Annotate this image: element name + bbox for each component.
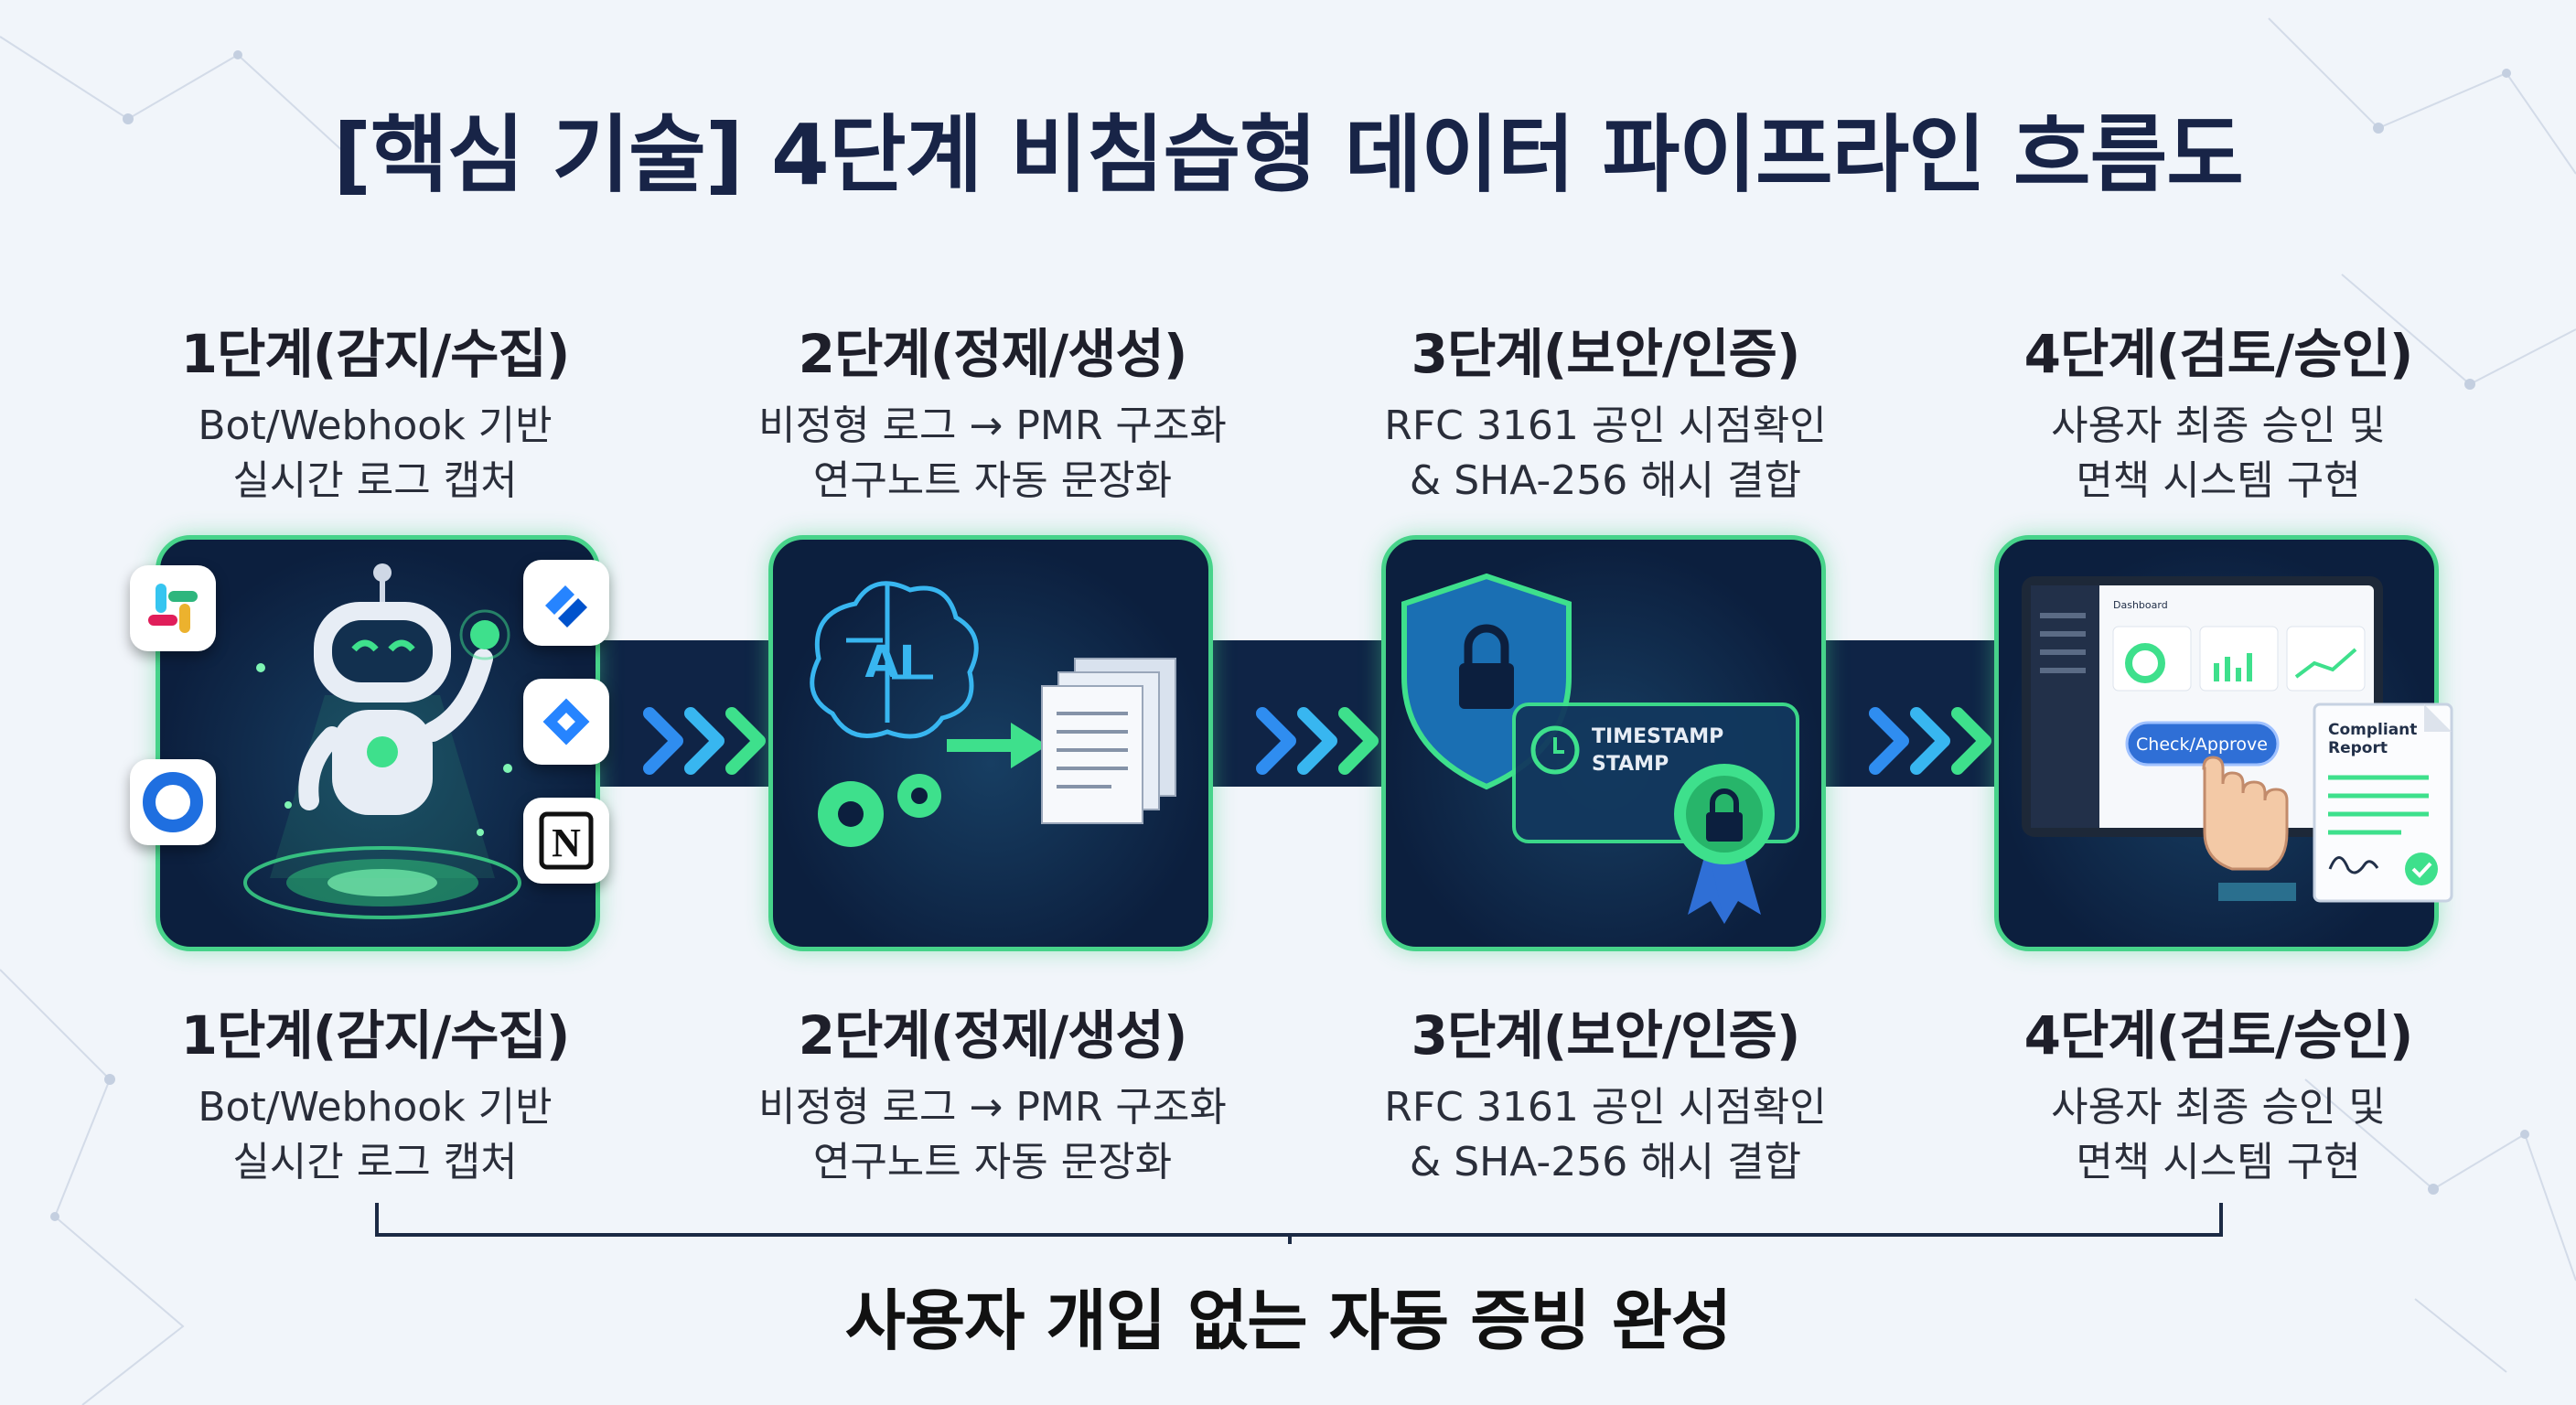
slack-icon [130,565,216,651]
jira-icon [523,560,609,646]
stage-2-desc-line1: 비정형 로그 → PMR 구조화 [758,402,1227,449]
stage-1-name: 1단계(감지/수집) [180,323,571,385]
stage-4-label-bottom: 4단계(검토/승인) 사용자 최종 승인 및 면책 시스템 구현 [1898,992,2538,1190]
stage-4-card: Dashboard Check/Approve Compliant Report [1994,535,2453,951]
chevron-arrows-1-2 [643,707,766,775]
stage-2-name-bottom: 2단계(정제/생성) [798,1004,1188,1067]
stage-4-desc-line2-bottom: 면책 시스템 구현 [2076,1139,2361,1185]
chevron-arrows-3-4 [1869,707,1991,775]
stage-1-name-bottom: 1단계(감지/수집) [180,1004,571,1067]
stage-1-desc-line1-bottom: Bot/Webhook 기반 [198,1084,553,1131]
stage-2-desc-line2-bottom: 연구노트 자동 문장화 [812,1139,1173,1185]
stage-3-desc-line1-bottom: RFC 3161 공인 시점확인 [1384,1084,1827,1131]
stage-2-label-top: 2단계(정제/생성) 비정형 로그 → PMR 구조화 연구노트 자동 문장화 [672,311,1313,509]
dashboard-text: Dashboard [2113,599,2168,611]
stage-3-desc-line2: & SHA-256 해시 결합 [1409,457,1802,504]
stage-1-desc-line1: Bot/Webhook 기반 [198,402,553,449]
page-title: [핵심 기술] 4단계 비침습형 데이터 파이프라인 흐름도 [333,106,2244,204]
chevron-arrows-2-3 [1256,707,1379,775]
summary-text: 사용자 개입 없는 자동 증빙 완성 [844,1282,1732,1359]
stage-1-desc-line2: 실시간 로그 캡처 [232,457,518,504]
ai-processing-illustration: AI [810,581,1176,847]
bluesky-ring-icon [130,759,216,845]
diamond-icon [523,679,609,765]
stage-4-name: 4단계(검토/승인) [2023,323,2414,385]
stage-1-label-bottom: 1단계(감지/수집) Bot/Webhook 기반 실시간 로그 캡처 [55,992,695,1190]
report-title-line2: Report [2328,739,2388,757]
stage-3-card: TIMESTAMP STAMP [1381,535,1826,951]
stage-3-name: 3단계(보안/인증) [1411,323,1801,385]
stage-3-desc-line1: RFC 3161 공인 시점확인 [1384,402,1827,449]
stage-3-name-bottom: 3단계(보안/인증) [1411,1004,1801,1067]
notion-icon: N [523,798,609,884]
approval-illustration: Dashboard Check/Approve Compliant Report [2022,576,2453,903]
stage-1-label-top: 1단계(감지/수집) Bot/Webhook 기반 실시간 로그 캡처 [55,311,695,509]
stage-3-desc-line2-bottom: & SHA-256 해시 결합 [1409,1139,1802,1185]
stage-2-desc-line1-bottom: 비정형 로그 → PMR 구조화 [758,1084,1227,1131]
summary-bracket [375,1203,2223,1244]
stage-3-label-top: 3단계(보안/인증) RFC 3161 공인 시점확인 & SHA-256 해시… [1285,311,1926,509]
stage-2-name: 2단계(정제/생성) [798,323,1188,385]
timestamp-text-line1: TIMESTAMP [1592,725,1723,748]
stage-4-desc-line1-bottom: 사용자 최종 승인 및 [2051,1084,2386,1131]
robot-illustration [243,563,521,919]
stage-4-label-top: 4단계(검토/승인) 사용자 최종 승인 및 면책 시스템 구현 [1898,311,2538,509]
svg-text:N: N [552,820,581,865]
stage-2-desc-line2: 연구노트 자동 문장화 [812,457,1173,504]
stage-1-desc-line2-bottom: 실시간 로그 캡처 [232,1139,518,1185]
stage-2-label-bottom: 2단계(정제/생성) 비정형 로그 → PMR 구조화 연구노트 자동 문장화 [672,992,1313,1190]
timestamp-text-line2: STAMP [1592,753,1669,776]
stage-3-label-bottom: 3단계(보안/인증) RFC 3161 공인 시점확인 & SHA-256 해시… [1285,992,1926,1190]
stage-4-desc-line1: 사용자 최종 승인 및 [2051,402,2386,449]
stage-4-desc-line2: 면책 시스템 구현 [2076,457,2361,504]
ai-text: AI [864,637,915,688]
stage-4-name-bottom: 4단계(검토/승인) [2023,1004,2414,1067]
security-illustration: TIMESTAMP STAMP [1401,573,1799,924]
approve-button-text: Check/Approve [2136,735,2268,755]
report-title-line1: Compliant [2328,721,2417,739]
stage-2-card: AI [768,535,1213,951]
